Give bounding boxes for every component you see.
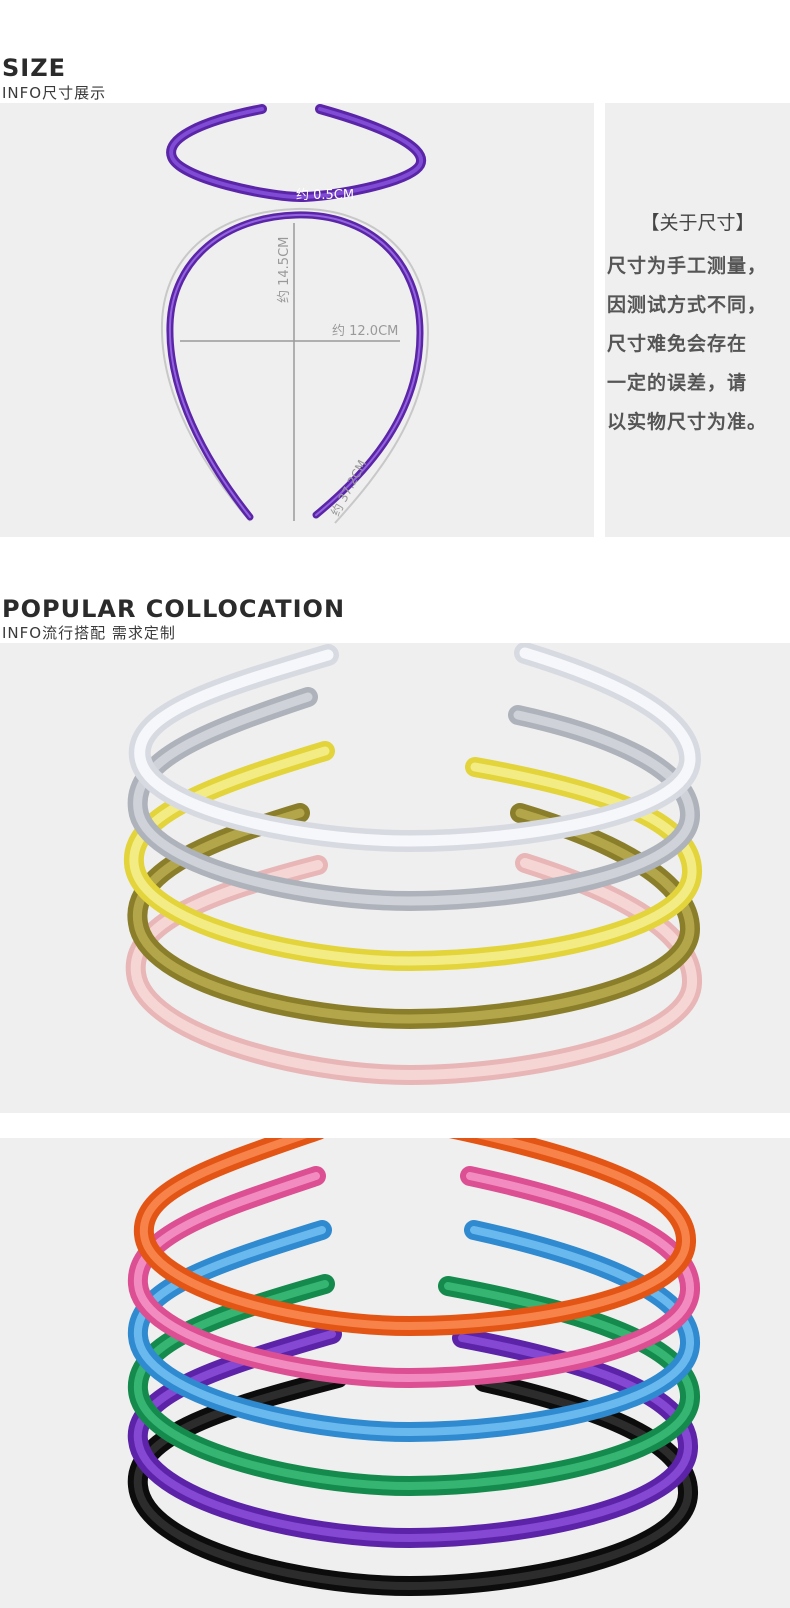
size-diagram-panel: 约 0.5CM 约 14.5CM 约 12.0CM 约 37.2CM [0,103,594,537]
collocation-subtitle: INFO流行搭配 需求定制 [2,624,176,642]
note-line: 因测试方式不同， [607,294,768,316]
height-label: 约 14.5CM [277,237,292,303]
width-label: 约 0.5CM [296,188,354,203]
size-title: SIZE [2,54,67,82]
headband-orange [133,1138,696,1337]
headband-set-2-panel [0,1138,790,1608]
note-line: 一定的误差，请 [607,372,748,394]
size-note-panel: 【关于尺寸】 尺寸为手工测量， 因测试方式不同， 尺寸难免会存在 一定的误差，请… [605,103,790,537]
length-guide [160,207,430,524]
span-label: 约 12.0CM [332,324,398,339]
note-line: 以实物尺寸为准。 [607,411,768,433]
note-line: 尺寸为手工测量， [607,255,768,277]
note-line: 尺寸难免会存在 [607,333,748,355]
headband-set-2 [127,1138,700,1597]
size-subtitle: INFO尺寸展示 [2,84,107,102]
headband-white [128,643,702,853]
headband-set-1 [123,643,702,1086]
size-diagram: 约 0.5CM 约 14.5CM 约 12.0CM 约 37.2CM [160,104,430,524]
collocation-title: POPULAR COLLOCATION [2,595,346,623]
note-title: 【关于尺寸】 [640,212,755,234]
headband-purple [127,1324,698,1549]
side-band [166,211,424,521]
headband-black [127,1368,698,1597]
headband-set-1-panel [0,643,790,1113]
